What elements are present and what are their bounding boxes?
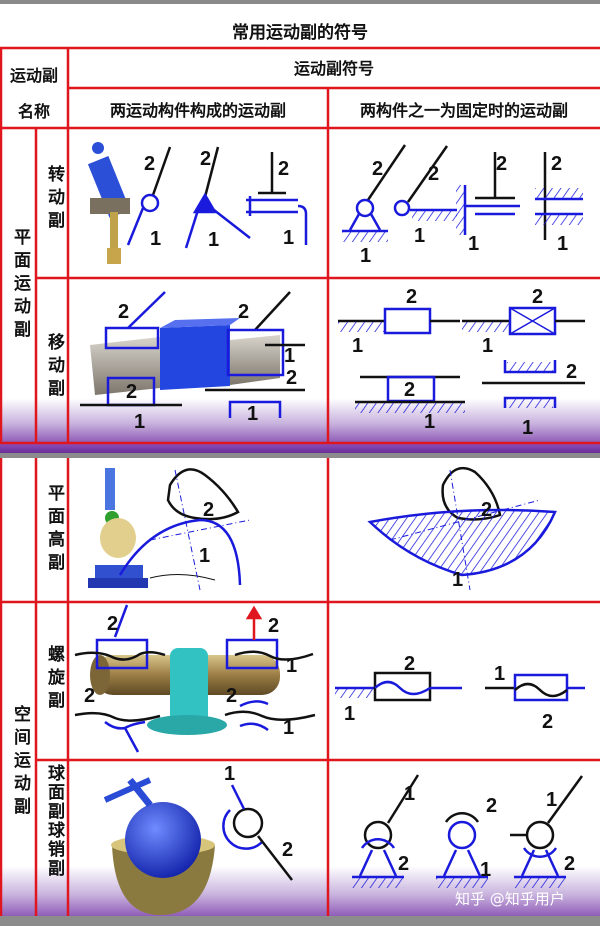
svg-text:1: 1 (557, 233, 568, 255)
svg-text:2: 2 (428, 163, 439, 185)
section-shade-2 (0, 866, 600, 918)
svg-text:1: 1 (424, 411, 435, 433)
row-higher-pair: 平面高副 (44, 484, 64, 576)
svg-text:1: 1 (352, 335, 363, 357)
svg-text:1: 1 (283, 227, 294, 249)
svg-text:2: 2 (564, 853, 575, 875)
prismatic-fixed-b: 2 1 (462, 286, 585, 357)
row-spherical: 球面副球销副 (44, 764, 64, 878)
svg-text:1: 1 (224, 763, 235, 785)
revolute-symbol-c: 2 1 (246, 152, 308, 249)
bottom-bar (0, 916, 600, 926)
svg-text:1: 1 (414, 225, 425, 247)
svg-text:1: 1 (452, 569, 463, 591)
prismatic-fixed-c: 2 1 (355, 375, 465, 433)
svg-text:1: 1 (247, 403, 258, 425)
svg-text:2: 2 (372, 158, 383, 180)
svg-text:1: 1 (284, 345, 295, 367)
svg-text:2: 2 (200, 148, 211, 170)
svg-text:2: 2 (203, 499, 214, 521)
screw-3d-model (90, 648, 280, 735)
svg-text:1: 1 (286, 655, 297, 677)
name-col-header-1: 运动副 (9, 66, 58, 85)
svg-text:2: 2 (286, 367, 297, 389)
spherical-symbol-fixed-a: 2 1 (352, 774, 420, 888)
svg-text:2: 2 (107, 613, 118, 635)
watermark: 知乎 @知乎用户 (455, 890, 565, 908)
page-title: 常用运动副的符号 (232, 23, 368, 43)
svg-text:1: 1 (199, 545, 210, 567)
category-planar: 平面运动副 (10, 228, 30, 343)
name-col-header-2: 名称 (17, 102, 50, 121)
revolute-symbol-a: 2 1 (126, 146, 172, 250)
table-grid (0, 46, 600, 916)
symbol-col-header: 运动副符号 (293, 59, 374, 78)
prismatic-fixed-a: 2 1 (338, 286, 460, 357)
svg-text:2: 2 (551, 153, 562, 175)
spherical-symbol-fixed-b: 2 1 (436, 795, 497, 888)
svg-text:1: 1 (482, 335, 493, 357)
svg-text:1: 1 (360, 245, 371, 267)
fixed-col-header: 两构件之一为固定时的运动副 (359, 101, 568, 120)
svg-text:2: 2 (406, 286, 417, 308)
moving-col-header: 两运动构件构成的运动副 (109, 101, 286, 120)
svg-text:2: 2 (126, 381, 137, 403)
svg-text:2: 2 (226, 685, 237, 707)
row-revolute: 转动副 (44, 165, 64, 234)
revolute-3d-model (87, 142, 131, 264)
svg-text:1: 1 (522, 417, 533, 439)
spherical-symbol-moving: 1 2 (222, 763, 293, 881)
svg-text:2: 2 (486, 795, 497, 817)
higher-pair-3d-model (88, 468, 148, 588)
svg-text:2: 2 (566, 361, 577, 383)
revolute-fixed-a: 2 1 (342, 144, 407, 267)
higher-pair-symbol-fixed: 2 1 (367, 466, 557, 591)
revolute-symbol-b: 2 1 (184, 146, 251, 251)
svg-text:2: 2 (278, 158, 289, 180)
svg-text:1: 1 (150, 228, 161, 250)
svg-text:1: 1 (404, 783, 415, 805)
revolute-fixed-c: 2 1 (456, 152, 520, 255)
svg-text:1: 1 (283, 717, 294, 739)
svg-text:2: 2 (238, 301, 249, 323)
svg-text:1: 1 (344, 703, 355, 725)
svg-text:2: 2 (542, 711, 553, 733)
svg-text:2: 2 (282, 839, 293, 861)
svg-text:1: 1 (546, 789, 557, 811)
prismatic-symbol-a: 2 2 1 (80, 291, 182, 433)
section-divider-band (0, 443, 600, 453)
svg-text:2: 2 (268, 615, 279, 637)
row-prismatic: 移动副 (44, 333, 64, 402)
screw-symbol-moving: 2 2 1 2 2 1 (74, 604, 316, 753)
revolute-fixed-d: 2 1 (535, 152, 583, 255)
higher-pair-symbol-moving: 2 1 (118, 468, 251, 591)
svg-text:2: 2 (532, 286, 543, 308)
prismatic-fixed-d: 2 1 (482, 360, 585, 439)
svg-text:2: 2 (118, 301, 129, 323)
spherical-symbol-fixed-c: 1 2 (510, 775, 584, 888)
section-divider-gray (0, 453, 600, 458)
svg-text:2: 2 (84, 685, 95, 707)
svg-text:2: 2 (496, 153, 507, 175)
prismatic-symbol-b: 2 1 2 1 (205, 291, 305, 425)
category-spatial: 空间运动副 (10, 705, 30, 820)
revolute-fixed-b: 2 1 (393, 145, 457, 247)
svg-text:2: 2 (404, 379, 415, 401)
screw-symbol-fixed-a: 2 1 (335, 653, 462, 725)
top-bar (0, 0, 600, 4)
spherical-3d-model (103, 777, 215, 915)
svg-text:1: 1 (468, 233, 479, 255)
svg-text:2: 2 (404, 653, 415, 675)
svg-text:2: 2 (481, 499, 492, 521)
svg-text:2: 2 (398, 853, 409, 875)
svg-text:1: 1 (480, 859, 491, 881)
svg-text:1: 1 (134, 411, 145, 433)
screw-symbol-fixed-b: 1 2 (485, 663, 585, 733)
svg-text:2: 2 (144, 153, 155, 175)
svg-text:1: 1 (494, 663, 505, 685)
row-screw: 螺旋副 (44, 645, 64, 714)
svg-text:1: 1 (208, 229, 219, 251)
